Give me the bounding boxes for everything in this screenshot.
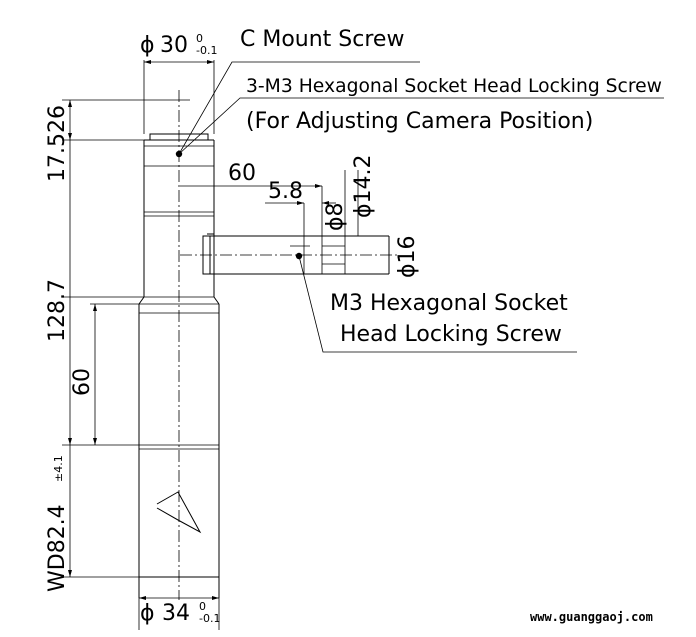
leader-lines — [178, 61, 664, 353]
side-offset-label: 5.8 — [268, 179, 303, 204]
top-diameter-tol-lower: -0.1 — [196, 44, 217, 57]
wd-label: WD82.4 — [45, 504, 70, 592]
adjusting-note-label: (For Adjusting Camera Position) — [246, 109, 593, 134]
top-diameter-value: 30 — [160, 33, 188, 58]
lens-body — [138, 133, 220, 598]
side-port — [180, 233, 400, 275]
bottom-diameter-symbol: ϕ — [140, 601, 155, 626]
top-diameter-tol-upper: 0 — [196, 32, 203, 45]
watermark-text: www.guanggaoj.com — [530, 610, 653, 624]
bottom-diameter-tol-upper: 0 — [199, 600, 206, 613]
m3-screw-label-line1: M3 Hexagonal Socket — [330, 291, 568, 316]
height-top-label: 17.526 — [45, 105, 70, 182]
dim-top-diameter — [143, 60, 215, 134]
locking-screw-label: 3-M3 Hexagonal Socket Head Locking Screw — [246, 75, 662, 97]
wd-tolerance-label: ±4.1 — [52, 455, 65, 482]
bottom-diameter-value: 34 — [162, 601, 190, 626]
dim-bottom-diameter — [138, 596, 220, 630]
c-mount-screw-label: C Mount Screw — [240, 27, 404, 52]
dia-16-label: ϕ16 — [395, 235, 420, 278]
bottom-diameter-tol-lower: -0.1 — [199, 612, 220, 625]
height-main-label: 128.7 — [45, 279, 70, 342]
height-inner-label: 60 — [70, 368, 95, 396]
dia-14-2-label: ϕ14.2 — [351, 155, 376, 219]
dim-left — [62, 99, 219, 578]
dia-8-label: ϕ8 — [323, 202, 348, 231]
m3-screw-label-line2: Head Locking Screw — [340, 322, 562, 347]
dim-side — [180, 170, 359, 236]
top-diameter-symbol: ϕ — [140, 33, 155, 58]
side-length-label: 60 — [228, 161, 256, 186]
